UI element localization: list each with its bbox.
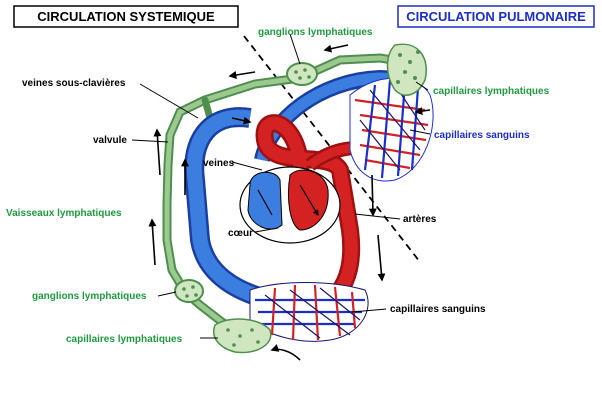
- label-veines-sous-clavieres: veines sous-clavières: [22, 78, 126, 89]
- label-ganglions-bottom: ganglions lymphatiques: [32, 291, 147, 302]
- label-ganglions-top: ganglions lymphatiques: [258, 27, 373, 38]
- svg-text:CIRCULATION PULMONAIRE: CIRCULATION PULMONAIRE: [406, 9, 586, 24]
- svg-text:CIRCULATION SYSTEMIQUE: CIRCULATION SYSTEMIQUE: [37, 9, 215, 24]
- label-capillaires-sang-bottom: capillaires sanguins: [390, 304, 486, 315]
- systemic-header: CIRCULATION SYSTEMIQUE: [13, 5, 239, 28]
- lymph-node-bottom: [174, 279, 204, 303]
- label-arteres: artères: [403, 214, 437, 225]
- pulmonary-capillary-bed: [349, 77, 434, 182]
- label-capillaires-lymph-bottom: capillaires lymphatiques: [66, 334, 183, 345]
- lymph-capillaries-top-right: [386, 43, 427, 96]
- lymph-capillaries-bottom: [213, 318, 272, 354]
- label-coeur: cœur: [228, 228, 253, 239]
- label-capillaires-sang-right: capillaires sanguins: [434, 130, 530, 141]
- heart: [239, 166, 341, 244]
- leader-lines: [131, 33, 431, 339]
- label-vaisseaux-lymphatiques: Vaisseaux lymphatiques: [6, 208, 122, 219]
- label-capillaires-lymph-right: capillaires lymphatiques: [433, 86, 550, 97]
- systemic-capillary-bed: [249, 282, 369, 342]
- pulmonary-header: CIRCULATION PULMONAIRE: [397, 5, 595, 28]
- label-valvule: valvule: [93, 135, 127, 146]
- lymph-node-top: [286, 62, 318, 86]
- label-veines: veines: [203, 158, 235, 169]
- flow-arrows: [148, 44, 431, 361]
